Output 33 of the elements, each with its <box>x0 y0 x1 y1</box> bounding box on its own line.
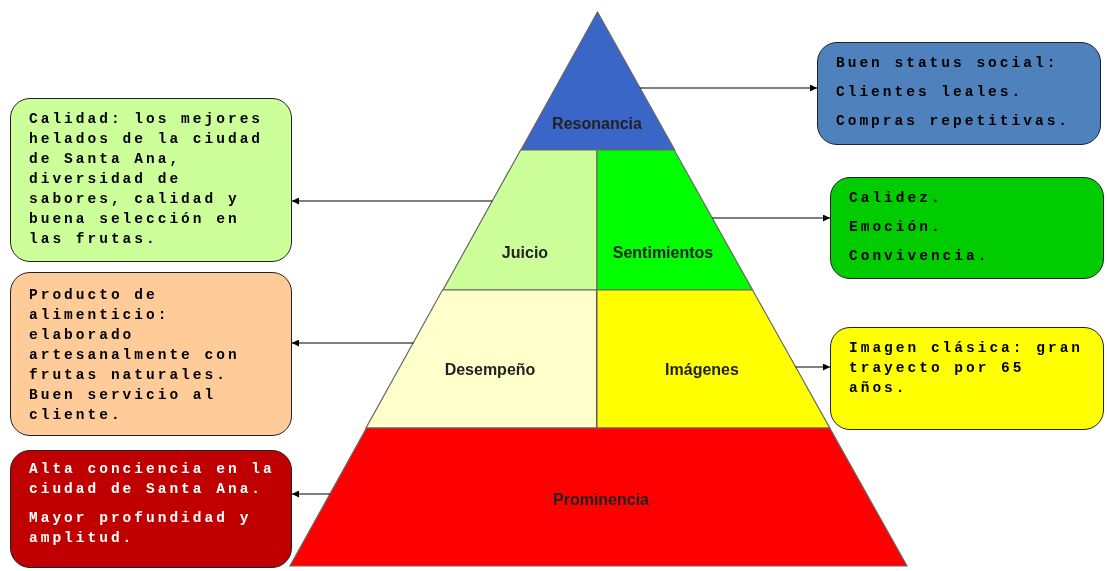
callout-text: Buen status social: <box>836 54 1060 73</box>
section-label: Sentimientos <box>612 244 714 262</box>
arrow <box>291 339 415 347</box>
arrow <box>291 197 493 205</box>
pyramid-section <box>520 12 675 150</box>
callout-box <box>10 450 292 568</box>
callout-text: Compras repetitivas. <box>836 112 1072 131</box>
callout-text: Imagen clásica: gran trayecto por 65 años. <box>849 339 1085 398</box>
section-label: Imágenes <box>665 361 739 379</box>
callout-box <box>830 327 1104 430</box>
section-label: Desempeño <box>444 361 536 379</box>
section-label: Resonancia <box>552 115 642 133</box>
callout-box <box>10 98 292 262</box>
callout-text: Alta conciencia en la ciudad de Santa Ana. <box>29 460 276 499</box>
callout-text: Emoción. <box>849 218 944 237</box>
pyramid-section <box>597 150 753 290</box>
arrow <box>795 363 831 371</box>
pyramid-section <box>442 150 597 290</box>
arrow <box>291 490 331 498</box>
callout-text: Calidad: los mejores helados de la ciudad de Santa Ana, diversidad de sabores, calidad y buena selección en las frutas. <box>29 110 265 249</box>
callout-text: Calidez. <box>849 189 944 208</box>
callout-box <box>817 42 1101 145</box>
callout-text: Producto de alimenticio: elaborado artesanalmente con frutas naturales. Buen servicio al cliente. <box>29 286 241 425</box>
arrow <box>638 84 818 92</box>
arrow <box>711 214 831 222</box>
callout-text: Convivencia. <box>849 247 991 266</box>
callout-box <box>10 272 292 436</box>
section-label: Juicio <box>501 244 549 262</box>
callout-box <box>830 177 1104 279</box>
pyramid-section <box>290 428 907 566</box>
callout-text: Clientes leales. <box>836 83 1025 102</box>
callout-text: Mayor profundidad y amplitud. <box>29 509 253 548</box>
section-label: Prominencia <box>553 491 649 509</box>
